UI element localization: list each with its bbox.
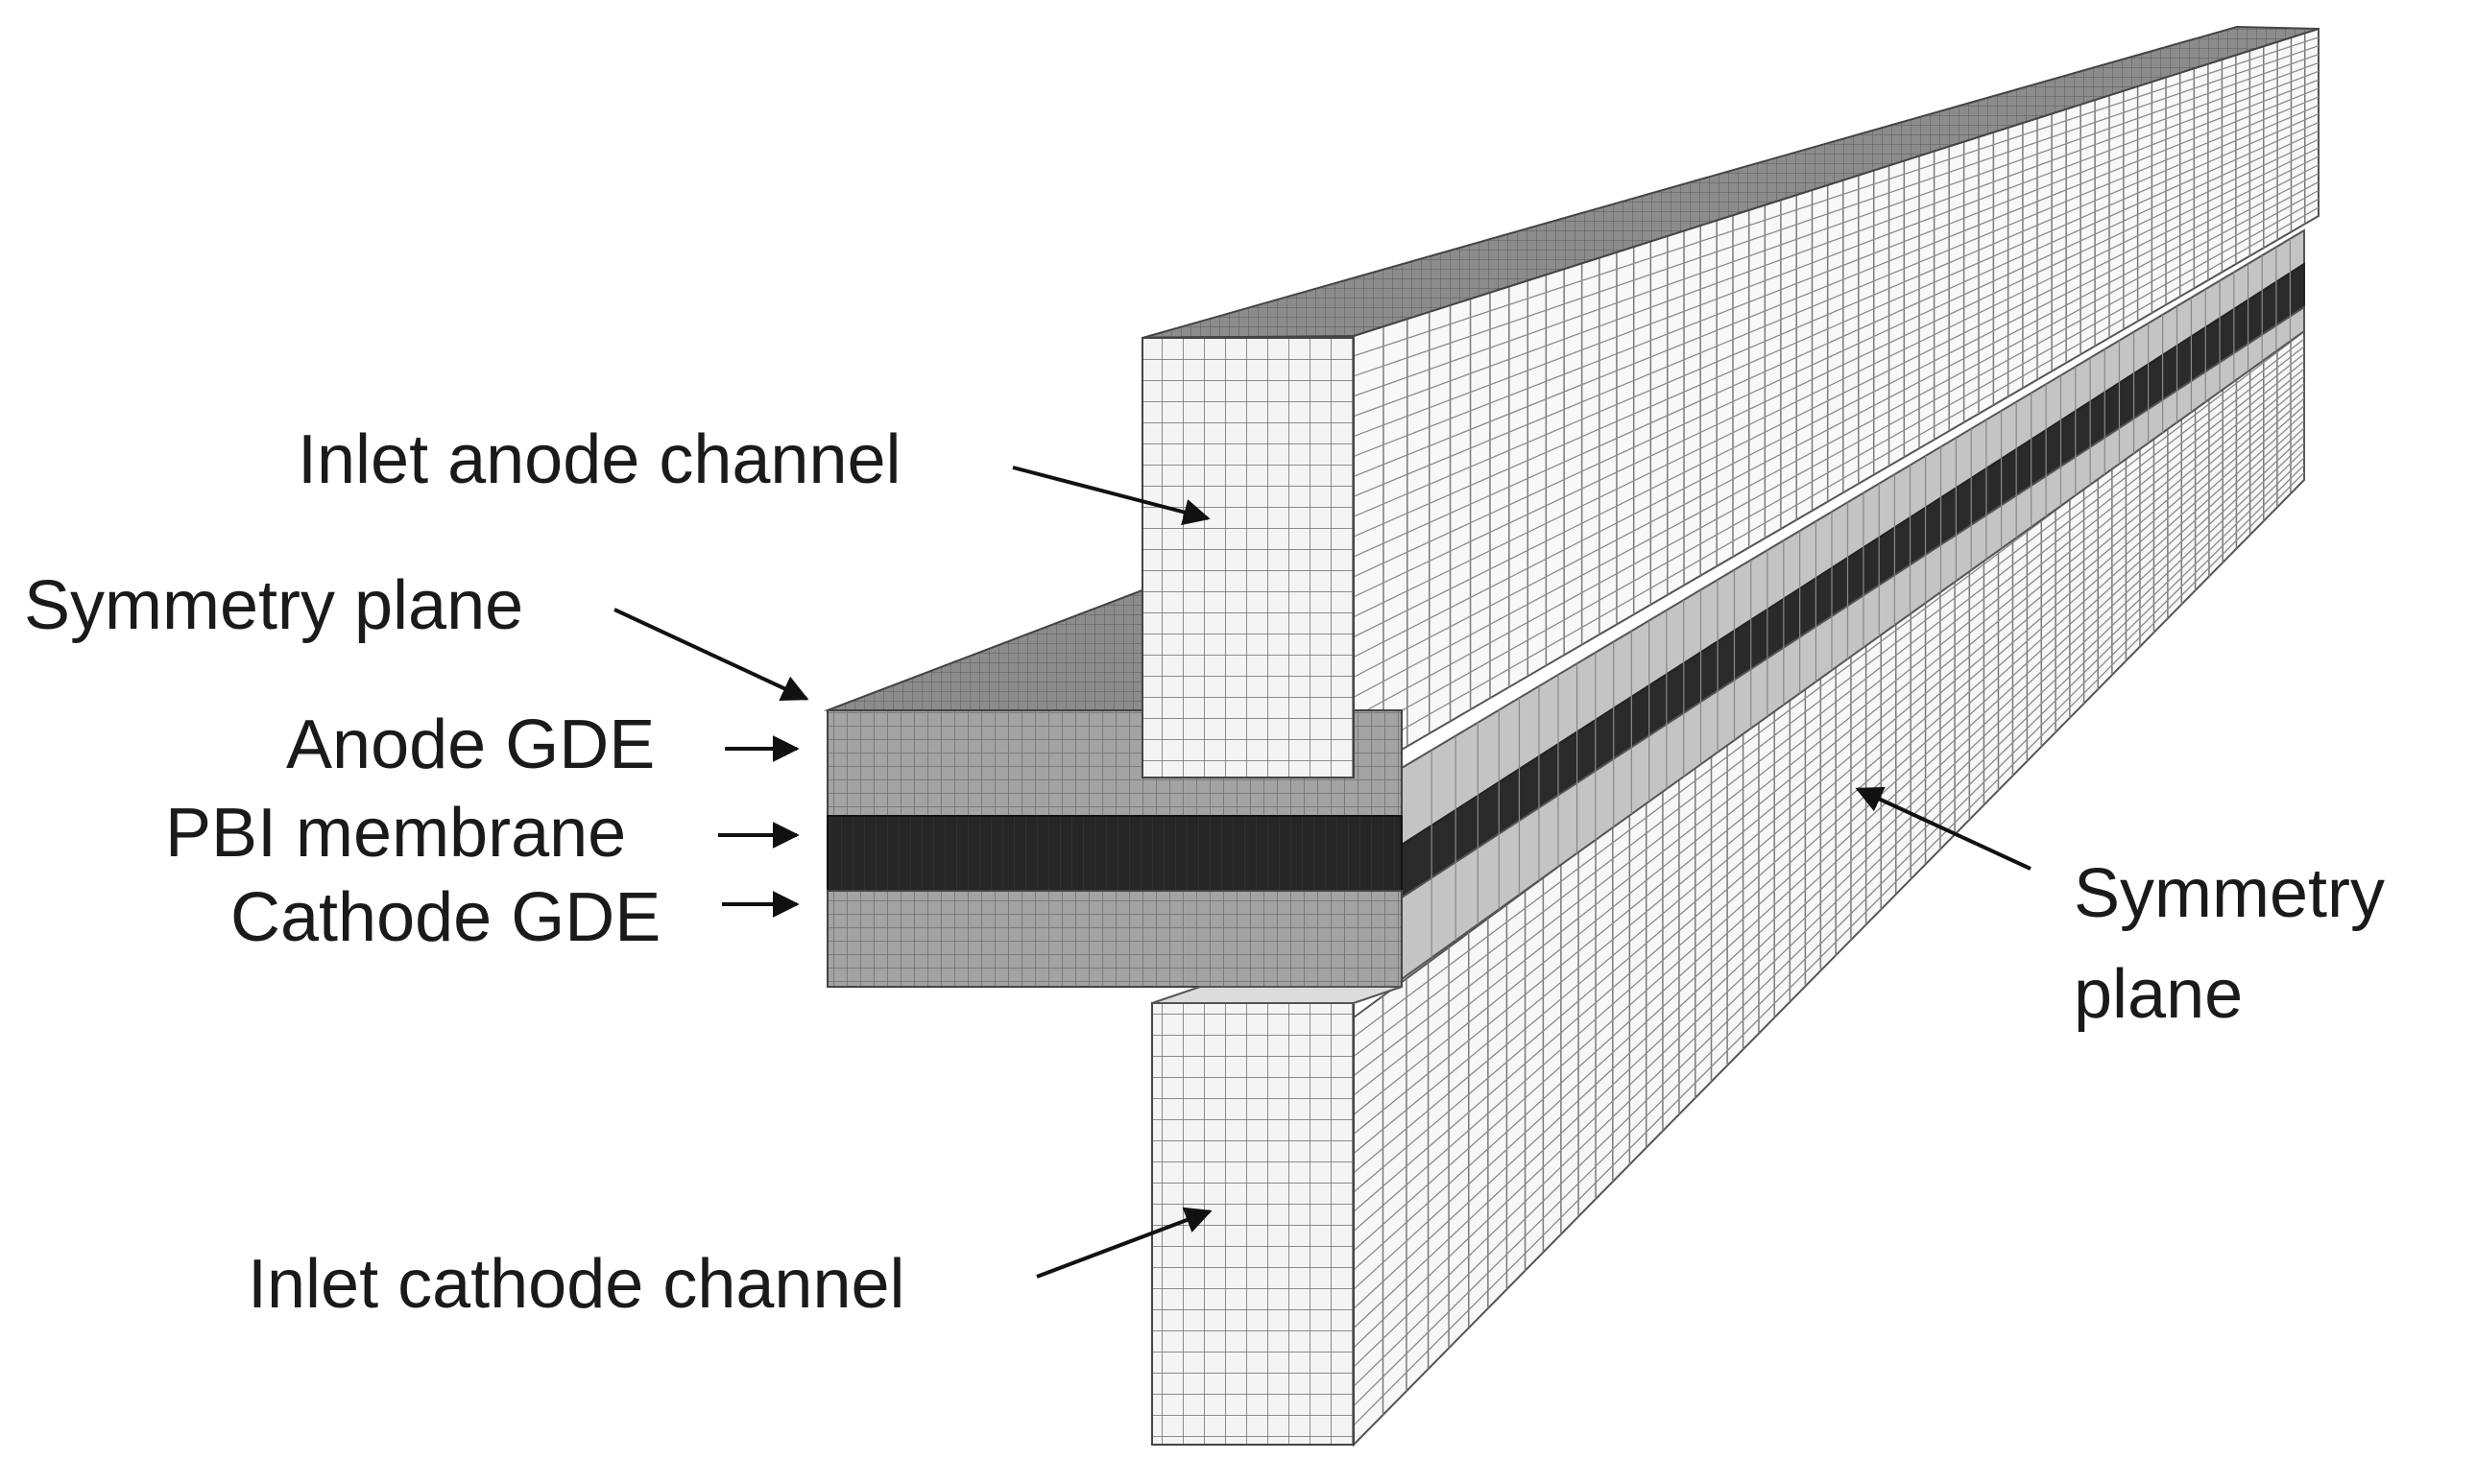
cathode-channel-top-face bbox=[1151, 986, 1403, 1004]
cathode-channel-front-face bbox=[1151, 1002, 1355, 1446]
label-symmetry-plane-right-2: plane bbox=[2074, 956, 2243, 1033]
label-symmetry-plane-right-1: Symmetry bbox=[2074, 855, 2385, 932]
label-inlet-anode-channel: Inlet anode channel bbox=[298, 421, 901, 498]
gde-layers-long-face bbox=[1401, 228, 2305, 981]
label-anode-gde: Anode GDE bbox=[286, 706, 655, 783]
cathode-channel-long-face bbox=[1353, 315, 2305, 1448]
arrow-inlet-anode-channel bbox=[1012, 466, 1211, 526]
arrow-symmetry-plane-left bbox=[613, 608, 809, 702]
arrows bbox=[613, 466, 2031, 1279]
arrow-inlet-cathode-channel bbox=[1036, 1207, 1213, 1279]
anode-channel-front-face bbox=[1142, 337, 1355, 778]
anode-channel-long-face bbox=[1353, 27, 2320, 779]
label-pbi-membrane: PBI membrane bbox=[165, 795, 626, 872]
label-symmetry-plane-left: Symmetry plane bbox=[24, 567, 523, 644]
anode-channel-top-face bbox=[1142, 25, 2320, 339]
arrow-symmetry-plane-right bbox=[1855, 786, 2031, 871]
label-inlet-cathode-channel: Inlet cathode channel bbox=[248, 1246, 905, 1323]
label-cathode-gde: Cathode GDE bbox=[230, 879, 661, 956]
